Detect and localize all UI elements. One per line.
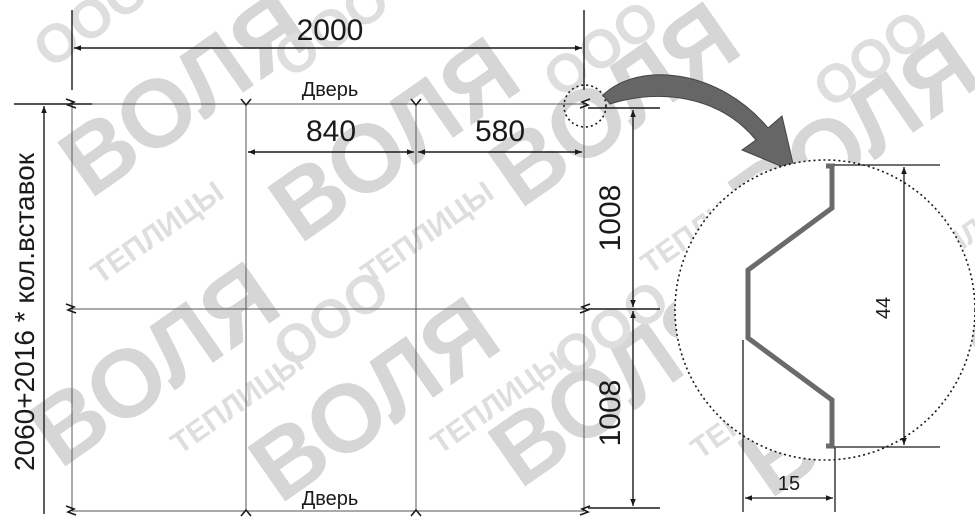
dimension-top-width (71, 10, 585, 90)
dimension-heights (588, 107, 660, 509)
dimension-label-top-width: 2000 (297, 14, 364, 47)
profile-detail: 44 15 (742, 163, 940, 512)
tick-mark (65, 505, 77, 516)
dimension-label-middle: 840 (306, 115, 356, 148)
detail-circle (674, 159, 975, 461)
dimension-label-height-upper: 1008 (594, 185, 627, 252)
detail-callout (563, 74, 975, 461)
tick-mark (579, 98, 591, 109)
dimension-left-height (14, 103, 92, 514)
profile-height-label: 44 (873, 297, 895, 319)
tick-mark (410, 98, 422, 107)
tick-mark (240, 98, 252, 107)
dimension-label-height-formula: 2060+2016 * кол.вставок (9, 152, 40, 471)
tick-mark (579, 505, 591, 516)
dimension-label-right: 580 (475, 115, 525, 148)
dimension-label-height-lower: 1008 (594, 380, 627, 447)
door-label-top: Дверь (302, 79, 359, 101)
tick-mark (240, 508, 252, 517)
profile-width-label: 15 (778, 473, 800, 495)
door-label-bottom: Дверь (302, 488, 359, 510)
callout-circle-small (563, 84, 607, 128)
panel-grid (71, 103, 585, 512)
tick-mark (579, 303, 591, 314)
tick-mark (65, 303, 77, 314)
tick-mark (410, 508, 422, 517)
profile-shape (745, 163, 835, 449)
profile-ticks (65, 98, 591, 517)
